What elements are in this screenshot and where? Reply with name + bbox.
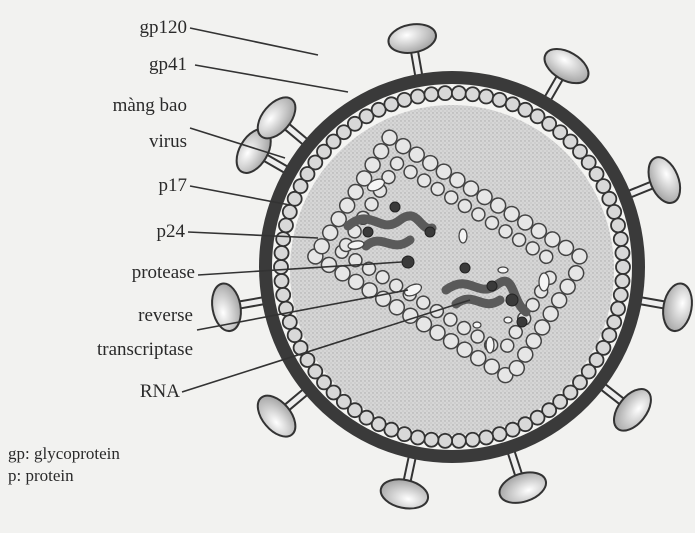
gp120-spike <box>627 153 686 208</box>
p17-bead <box>384 97 398 111</box>
p17-bead <box>276 288 290 302</box>
p17-bead <box>283 205 297 219</box>
gp120-knob <box>386 21 438 57</box>
p17-bead <box>438 434 452 448</box>
p17-bead <box>466 87 480 101</box>
p17-bead <box>275 246 289 260</box>
p17-bead <box>493 427 507 441</box>
p17-bead <box>411 430 425 444</box>
gp120-knob <box>378 475 431 512</box>
p17-bead <box>424 433 438 447</box>
p17-bead <box>274 260 288 274</box>
p17-bead <box>452 434 466 448</box>
p17-bead <box>493 93 507 107</box>
p17-bead <box>283 315 297 329</box>
gp120-knob <box>539 42 595 90</box>
p17-bead <box>424 87 438 101</box>
legend-p: p: protein <box>8 465 120 487</box>
label-envelope-line1: màng bao <box>40 95 187 117</box>
p17-bead <box>288 328 302 342</box>
gp120-spike <box>386 21 438 78</box>
p17-bead <box>607 315 621 329</box>
gp120-knob <box>209 281 245 333</box>
label-p17: p17 <box>90 175 187 197</box>
p17-bead <box>438 86 452 100</box>
p17-bead <box>452 86 466 100</box>
label-envelope-line2: virus <box>40 131 187 153</box>
p17-bead <box>614 288 628 302</box>
gp120-knob <box>642 153 686 208</box>
p17-bead <box>397 427 411 441</box>
label-protease: protease <box>40 262 195 284</box>
p17-bead <box>615 246 629 260</box>
gp120-spike <box>378 455 431 513</box>
p17-bead <box>506 423 520 437</box>
gp120-knob <box>496 467 550 508</box>
p17-bead <box>411 90 425 104</box>
gp120-knob <box>660 281 695 333</box>
legend: gp: glycoprotein p: protein <box>8 443 120 487</box>
p17-bead <box>611 218 625 232</box>
p17-bead <box>479 90 493 104</box>
p17-bead <box>276 232 290 246</box>
p17-bead <box>466 433 480 447</box>
label-reverse: reverse <box>40 305 193 327</box>
label-p24: p24 <box>90 221 185 243</box>
gp120-spike <box>496 450 550 509</box>
p17-bead <box>614 232 628 246</box>
gp120-spike <box>250 389 307 444</box>
p17-bead <box>615 274 629 288</box>
p17-bead <box>611 302 625 316</box>
p17-bead <box>275 274 289 288</box>
label-gp41: gp41 <box>90 54 187 76</box>
p17-bead <box>397 93 411 107</box>
gp120-spike <box>638 281 695 333</box>
legend-gp: gp: glycoprotein <box>8 443 120 465</box>
p17-bead <box>607 205 621 219</box>
label-gp120: gp120 <box>90 17 187 39</box>
label-transcriptase: transcriptase <box>30 339 193 361</box>
p17-bead <box>616 260 630 274</box>
label-rna: RNA <box>90 381 180 403</box>
p17-bead <box>279 218 293 232</box>
gp120-spike <box>539 42 595 101</box>
gp120-spike <box>601 382 658 437</box>
p17-bead <box>479 430 493 444</box>
p17-bead <box>602 192 616 206</box>
